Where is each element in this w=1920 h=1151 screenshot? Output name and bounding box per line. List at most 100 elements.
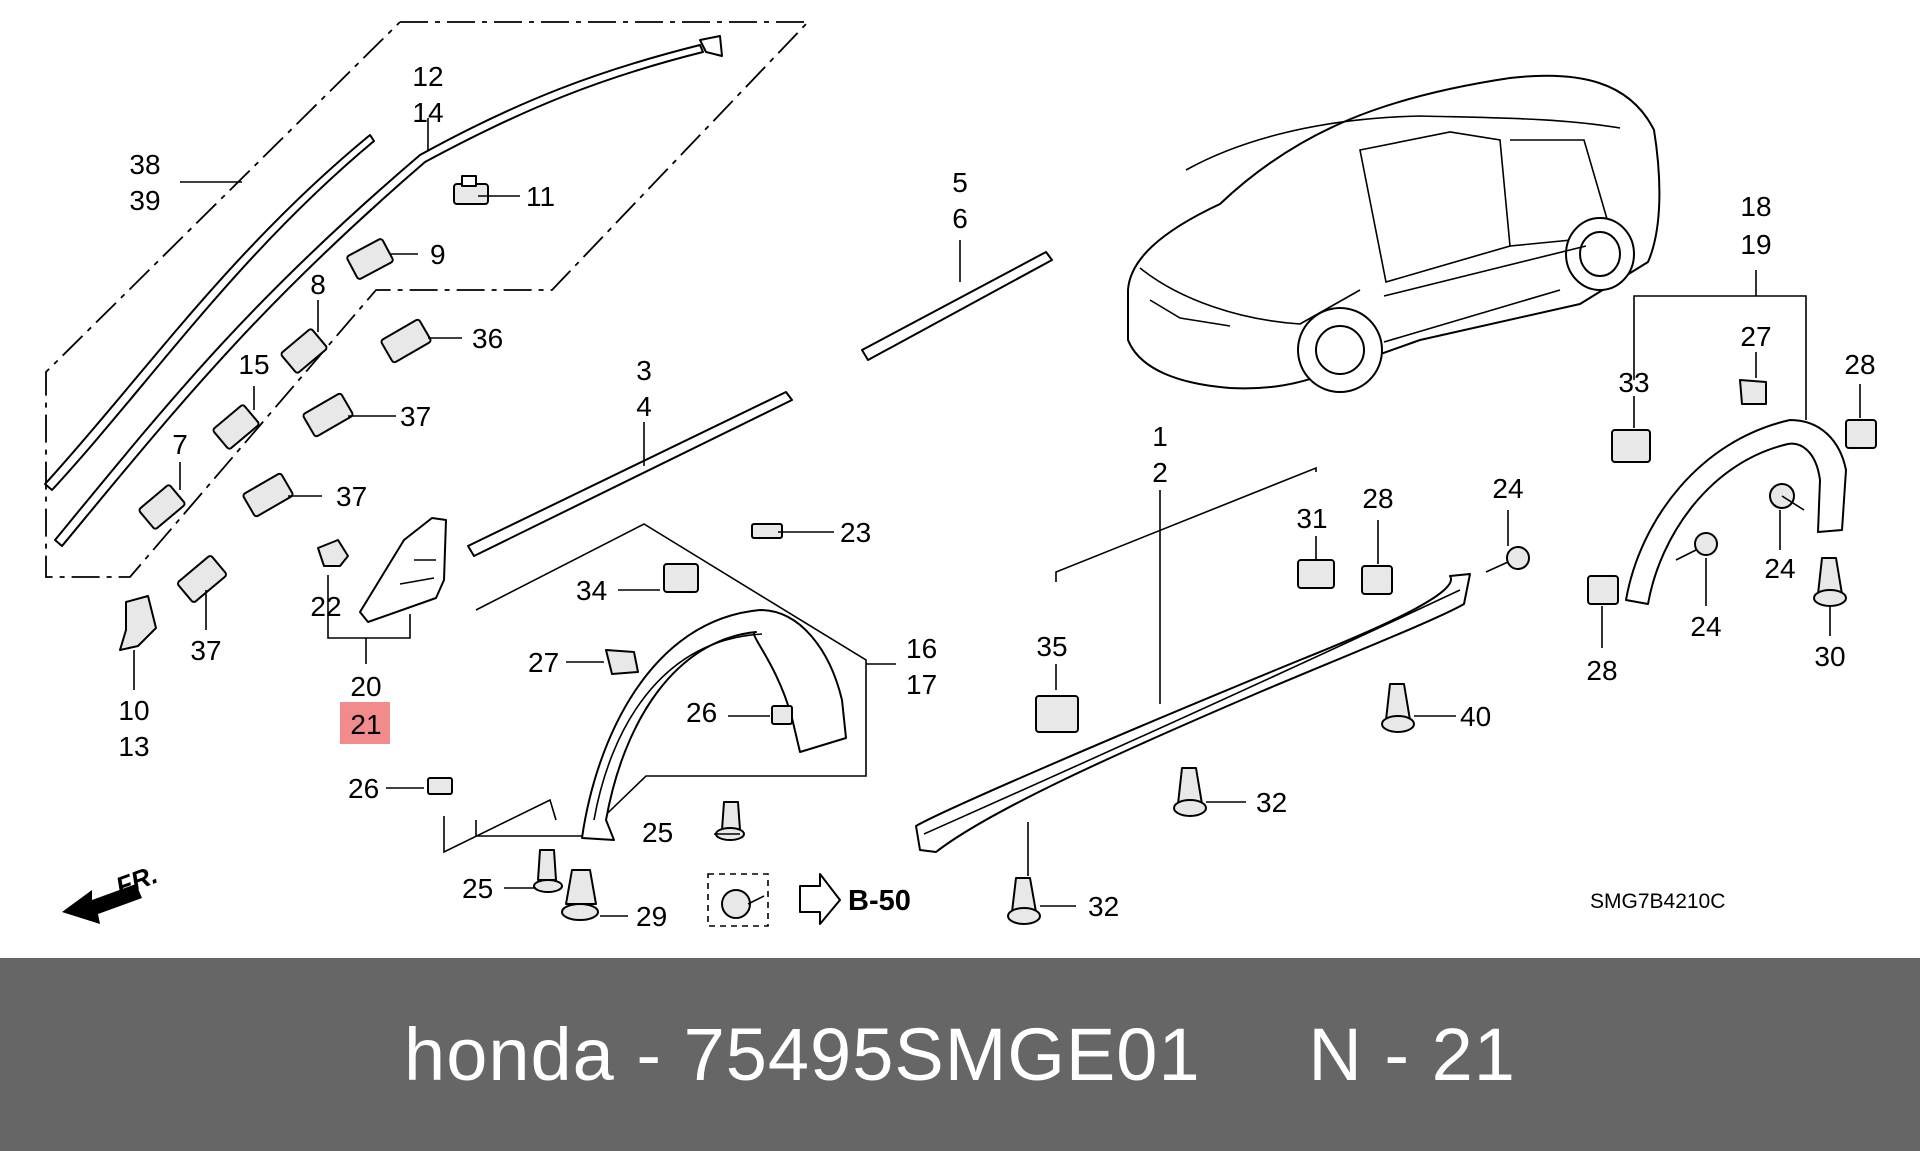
clip-29 [561, 869, 599, 921]
label-2: 2 [1152, 457, 1168, 488]
label-33: 33 [1618, 367, 1649, 398]
label-6: 6 [952, 203, 968, 234]
leader-31-35-outline [1055, 466, 1317, 582]
clip-36 [380, 318, 432, 364]
footer-separator-2: - [1362, 1013, 1432, 1096]
clip-23 [751, 523, 783, 539]
label-34: 34 [576, 575, 607, 606]
clip-9 [346, 238, 394, 280]
rear-wheel-arch-18-19 [1625, 419, 1847, 605]
clip-11 [453, 175, 489, 205]
label-27a: 27 [528, 647, 559, 678]
clip-28c [1587, 575, 1619, 605]
label-37c: 37 [190, 635, 221, 666]
screw-24b [1769, 483, 1805, 511]
highlight-21 [340, 702, 390, 744]
clip-28a [1361, 565, 1393, 595]
screw-b50 [721, 889, 765, 919]
footer-position-number: 21 [1431, 1013, 1516, 1096]
front-label: FR. [112, 859, 162, 902]
label-20: 20 [350, 671, 381, 702]
b50-arrow [799, 873, 841, 925]
label-18: 18 [1740, 191, 1771, 222]
diagram-canvas: FR. 38 39 12 14 11 9 8 36 15 37 7 37 37 … [44, 21, 1877, 932]
label-38: 38 [129, 149, 160, 180]
leader-20-21 [327, 575, 411, 639]
label-32a: 32 [1256, 787, 1287, 818]
footer-bar: honda - 75495SMGE01 N - 21 [0, 958, 1920, 1151]
label-21: 21 [350, 709, 381, 740]
front-wheel-arch-16-17 [581, 609, 847, 841]
label-27b: 27 [1740, 321, 1771, 352]
label-9: 9 [430, 239, 446, 270]
label-12: 12 [412, 61, 443, 92]
front-arch-outline [475, 523, 867, 837]
label-24b: 24 [1764, 553, 1795, 584]
label-5: 5 [952, 167, 968, 198]
screw-24c [1675, 532, 1718, 561]
clip-40 [1381, 683, 1415, 733]
clip-32b [1007, 877, 1041, 925]
parts-diagram: FR. 38 39 12 14 11 9 8 36 15 37 7 37 37 … [44, 21, 1877, 932]
screw-25a [715, 801, 745, 841]
label-31: 31 [1296, 503, 1327, 534]
clip-31 [1297, 559, 1335, 589]
label-24a: 24 [1492, 473, 1523, 504]
label-28a: 28 [1362, 483, 1393, 514]
label-17: 17 [906, 669, 937, 700]
label-39: 39 [129, 185, 160, 216]
label-19: 19 [1740, 229, 1771, 260]
clip-37-a [302, 392, 354, 438]
footer-caption: honda - 75495SMGE01 N - 21 [404, 1012, 1516, 1097]
clip-34 [663, 563, 699, 593]
clip-27a [605, 649, 639, 675]
clip-22 [317, 539, 349, 567]
clip-37-c [177, 555, 227, 603]
b50-bracket [707, 873, 769, 927]
roof-molding-38-39 [44, 134, 375, 491]
footer-gap [1201, 1013, 1309, 1096]
label-8: 8 [310, 269, 326, 300]
rear-arch-outline [1633, 295, 1807, 420]
ref-b50: B-50 [848, 885, 911, 917]
roof-molding-inner [54, 44, 704, 547]
screw-24a [1485, 546, 1530, 573]
label-7: 7 [172, 429, 188, 460]
clip-35 [1035, 695, 1079, 733]
label-24c: 24 [1690, 611, 1721, 642]
clip-8 [280, 328, 328, 374]
label-25b: 25 [462, 873, 493, 904]
door-molding-5-6 [861, 251, 1053, 361]
clip-32a [1173, 767, 1207, 817]
label-25a: 25 [642, 817, 673, 848]
label-14: 14 [412, 97, 443, 128]
footer-part-number: 75495SMGE01 [683, 1013, 1201, 1096]
label-15: 15 [238, 349, 269, 380]
label-3: 3 [636, 355, 652, 386]
label-26a: 26 [686, 697, 717, 728]
front-direction-arrow: FR. [62, 859, 161, 924]
label-16: 16 [906, 633, 937, 664]
label-40: 40 [1460, 701, 1491, 732]
label-1: 1 [1152, 421, 1168, 452]
label-28c: 28 [1586, 655, 1617, 686]
fender-garnish-20-21 [359, 517, 447, 623]
label-26b: 26 [348, 773, 379, 804]
car-illustration [1127, 74, 1661, 393]
diagram-code: SMG7B4210C [1590, 890, 1725, 913]
label-32b: 32 [1088, 891, 1119, 922]
screw-25b [533, 849, 563, 893]
door-sash-12-14 [699, 35, 723, 57]
clip-37-b [242, 472, 294, 518]
label-22: 22 [310, 591, 341, 622]
footer-separator-1: - [614, 1013, 684, 1096]
label-10: 10 [118, 695, 149, 726]
label-4: 4 [636, 391, 652, 422]
clip-7 [138, 484, 186, 530]
label-13: 13 [118, 731, 149, 762]
label-36: 36 [472, 323, 503, 354]
clip-26b [427, 777, 453, 795]
leader-26b-outline [443, 798, 557, 854]
roof-group-outline [45, 21, 811, 578]
label-37b: 37 [336, 481, 367, 512]
